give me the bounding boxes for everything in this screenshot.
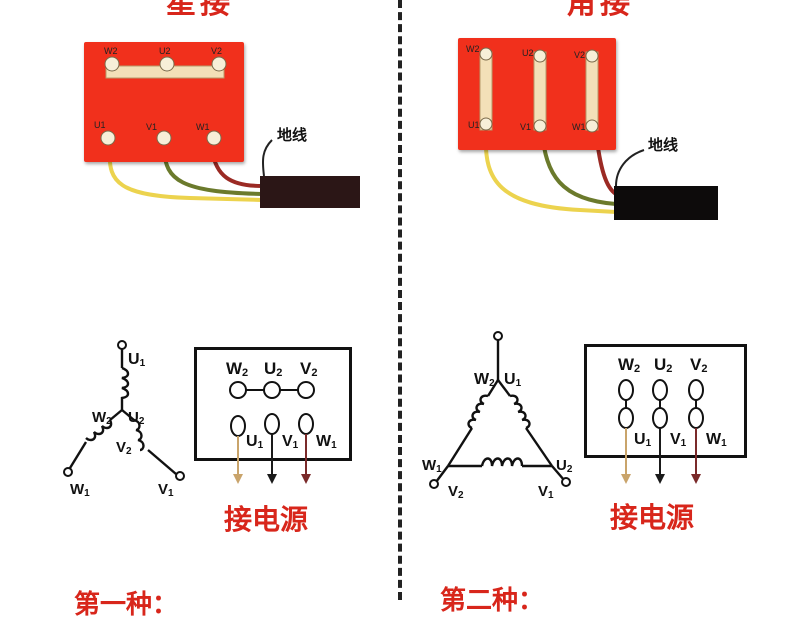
star-board-w1-label: W1 — [196, 122, 210, 132]
delta-v1-label: V1 — [538, 483, 554, 501]
delta-board-w2-label: W2 — [466, 44, 480, 54]
delta-u2-label: U2 — [556, 457, 573, 475]
star-board-v1-label: V1 — [146, 122, 157, 132]
delta-ground-label: 地线 — [648, 137, 679, 154]
star-box-w2-label: W2 — [226, 359, 248, 379]
delta-board-v1-label: V1 — [520, 122, 531, 132]
star-w1-label: W1 — [70, 481, 90, 499]
delta-board-v2-label: V2 — [574, 50, 585, 60]
delta-terminal-box — [584, 344, 747, 458]
star-board-graphic: W2 U2 V2 U1 V1 W1 — [94, 46, 227, 146]
star-terminal-box-graphic: W2 U2 V2 U1 V1 W1 — [226, 359, 337, 484]
star-box-v1-label: V1 — [282, 433, 299, 451]
star-u2-label: U2 — [128, 409, 145, 427]
star-cable-sleeve — [260, 176, 360, 208]
delta-connection-panel: 角接 W2 U2 V2 U1 V1 W1 — [400, 0, 800, 615]
delta-supply-arrows — [621, 428, 701, 484]
star-box-top-labels: W2 U2 V2 — [226, 359, 317, 379]
delta-w2-label: W2 — [474, 371, 495, 389]
delta-terminal-box-graphic: W2 U2 V2 U1 V1 W1 — [618, 355, 727, 484]
star-box-u2-label: U2 — [264, 359, 282, 379]
star-board-u2-label: U2 — [159, 46, 171, 56]
star-w2-label: W2 — [92, 409, 112, 427]
star-winding-schematic: U1 W2 U2 V2 W1 V1 — [63, 340, 185, 499]
star-box-bottom-labels: U1 V1 W1 — [246, 433, 337, 451]
delta-w1-label: W1 — [422, 457, 442, 475]
delta-winding-schematic: W2 U1 W1 V2 V1 U2 — [422, 331, 573, 501]
delta-method-label: 第二种： — [440, 585, 545, 615]
delta-box-top-labels: W2 U2 V2 — [618, 355, 707, 375]
star-box-v2-label: V2 — [300, 359, 317, 379]
star-ground-label: 地线 — [277, 127, 308, 144]
star-v1-label: V1 — [158, 481, 174, 499]
delta-board-w1-label: W1 — [572, 122, 586, 132]
delta-v2-label: V2 — [448, 483, 464, 501]
star-terminal-board: W2 U2 V2 U1 V1 W1 — [84, 42, 244, 162]
delta-box-u1-label: U1 — [634, 431, 652, 449]
delta-power-label: 接电源 — [610, 502, 695, 533]
delta-cable-sleeve — [614, 186, 718, 220]
star-connection-panel: 星接 W2 U2 V2 U1 V1 W1 — [0, 0, 400, 619]
delta-box-bottom-labels: U1 V1 W1 — [634, 431, 727, 449]
delta-board-u2-label: U2 — [522, 48, 534, 58]
star-box-w1-label: W1 — [316, 433, 337, 451]
delta-board-bottom-terminals: U1 V1 W1 — [468, 117, 599, 133]
delta-board-top-terminals: W2 U2 V2 — [466, 44, 599, 63]
panel-divider — [398, 0, 402, 600]
star-v2-label: V2 — [116, 439, 132, 457]
delta-terminal-board: W2 U2 V2 U1 V1 W1 — [458, 38, 616, 150]
delta-heading: 角接 — [566, 0, 634, 20]
delta-u1-label: U1 — [504, 371, 522, 389]
star-board-v2-label: V2 — [211, 46, 222, 56]
star-method-label: 第一种： — [74, 589, 179, 619]
delta-box-v2-label: V2 — [690, 355, 707, 375]
star-board-u1-label: U1 — [94, 120, 106, 130]
star-u1-label: U1 — [128, 351, 146, 369]
star-box-u1-label: U1 — [246, 433, 264, 451]
star-supply-arrows — [233, 434, 311, 484]
delta-board-u1-label: U1 — [468, 120, 480, 130]
delta-box-u2-label: U2 — [654, 355, 672, 375]
star-board-bottom-terminals: U1 V1 W1 — [94, 120, 222, 146]
delta-box-w2-label: W2 — [618, 355, 640, 375]
star-board-top-terminals: W2 U2 V2 — [104, 46, 227, 72]
star-board-w2-label: W2 — [104, 46, 118, 56]
delta-box-w1-label: W1 — [706, 431, 727, 449]
star-power-label: 接电源 — [224, 504, 309, 535]
delta-board-graphic: W2 U2 V2 U1 V1 W1 — [466, 44, 599, 133]
star-heading: 星接 — [166, 0, 234, 20]
delta-box-v1-label: V1 — [670, 431, 687, 449]
